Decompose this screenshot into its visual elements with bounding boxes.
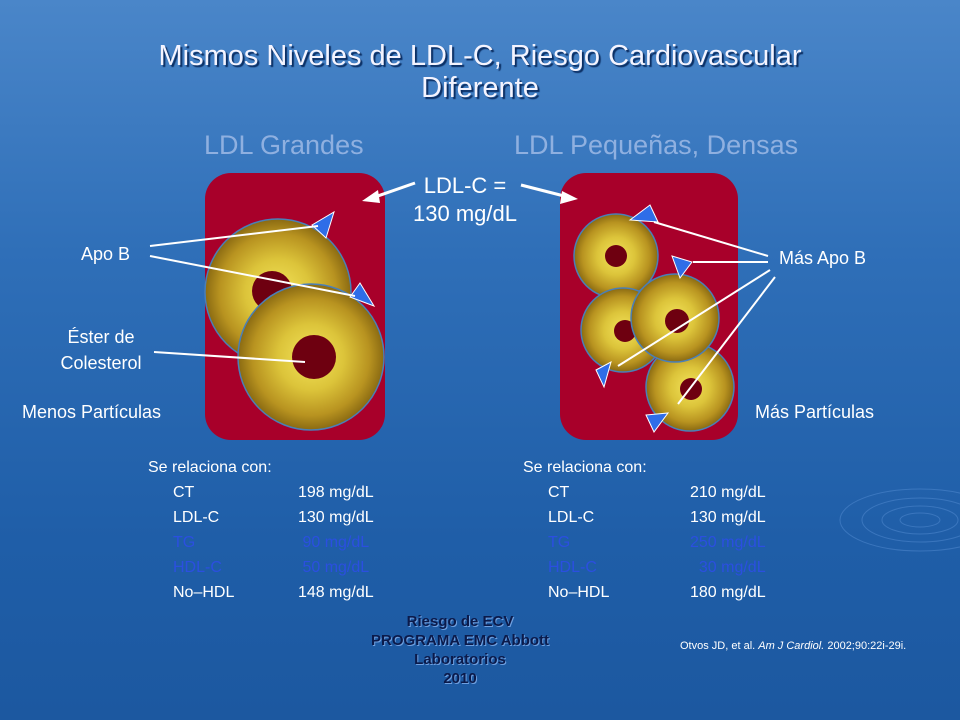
footer-line: 2010 [443,670,477,687]
table-heading: Se relaciona con: [148,459,272,476]
small-dense-ldl-heading: LDL Pequeñas, Densas [514,130,799,160]
small-ldl-core [614,320,636,342]
lipid-name: CT [548,484,570,501]
table-row: LDL-C 130 mg/dL [523,505,766,530]
lipid-value: 180 mg/dL [690,584,766,601]
fewer-particles-label: Menos Partículas [22,402,162,422]
lipid-value: 210 mg/dL [690,484,766,501]
pointer-lines [149,225,356,363]
apo-b-marker [595,361,612,389]
ldl-c-label: LDL-C = 130 mg/dL [390,172,540,228]
footer-line: PROGRAMA EMC Abbott [370,632,550,649]
lipid-name: LDL-C [173,509,220,526]
footer-line: Laboratorios [414,651,506,668]
more-apo-b-label: Más Apo B [779,248,867,268]
small-ldl-core [665,309,689,333]
lipid-name: TG [548,534,571,551]
apo-b-marker [628,204,659,223]
background-ripples [839,488,960,552]
table-row: CT 210 mg/dL [523,480,766,505]
ldl-c-arrows [362,181,578,204]
lipid-name: HDL-C [173,559,222,576]
small-ldl-core [605,245,627,267]
ldl-c-label-line-1: LDL-C = [423,173,507,198]
lipid-value: 90 mg/dL [298,534,370,551]
citation-authors: Otvos JD, et al. [680,640,759,652]
table-row: TG 250 mg/dL [523,530,766,555]
slide-title: Mismos Niveles de LDL-C, Riesgo Cardiova… [0,40,960,104]
lipid-value: 250 mg/dL [690,534,766,551]
apo-b-marker [311,210,335,239]
citation-journal: Am J Cardiol. [758,640,825,652]
cholesterol-ester-line-1: Éster de [67,327,135,347]
lipid-name: CT [173,484,195,501]
lipid-value: 50 mg/dL [298,559,370,576]
apo-b-marker [645,412,670,433]
citation: Otvos JD, et al. Am J Cardiol. 2002;90:2… [680,640,906,652]
lipid-value: 198 mg/dL [298,484,374,501]
table-row: CT 198 mg/dL [148,480,374,505]
lipid-name: No–HDL [548,584,610,601]
table-row: HDL-C 50 mg/dL [148,555,374,580]
title-line-1: Mismos Niveles de LDL-C, Riesgo Cardiova… [158,40,802,72]
apo-b-marker [349,282,376,307]
pointer-lines [617,221,776,405]
lipid-name: HDL-C [548,559,597,576]
title-line-2: Diferente [421,72,539,104]
lipid-name: LDL-C [548,509,595,526]
table-row: No–HDL 148 mg/dL [148,580,374,605]
more-particles-label: Más Partículas [755,402,875,422]
table-row: HDL-C 30 mg/dL [523,555,766,580]
apo-b-label: Apo B [81,244,131,264]
citation-details: 2002;90:22i-29i. [824,640,907,652]
lipid-value: 130 mg/dL [298,509,374,526]
cholesterol-ester-label: Éster de Colesterol [46,324,156,376]
table-row: TG 90 mg/dL [148,530,374,555]
large-ldl-heading: LDL Grandes [204,130,364,160]
ldl-c-label-line-2: 130 mg/dL [413,201,517,226]
large-ldl-lipid-table: Se relaciona con: CT 198 mg/dL LDL-C 130… [148,455,374,605]
slide-footer: Riesgo de ECV PROGRAMA EMC Abbott Labora… [330,612,590,688]
cholesterol-ester-line-2: Colesterol [60,353,142,373]
small-ldl-lipid-table: Se relaciona con: CT 210 mg/dL LDL-C 130… [523,455,766,605]
lipid-name: No–HDL [173,584,235,601]
large-ldl-core [292,335,336,379]
footer-line: Riesgo de ECV [406,613,514,630]
apo-b-marker [671,255,693,280]
table-heading: Se relaciona con: [523,459,647,476]
lipid-value: 148 mg/dL [298,584,374,601]
table-row: LDL-C 130 mg/dL [148,505,374,530]
lipid-name: TG [173,534,196,551]
lipid-value: 130 mg/dL [690,509,766,526]
lipid-value: 30 mg/dL [690,559,766,576]
table-row: No–HDL 180 mg/dL [523,580,766,605]
